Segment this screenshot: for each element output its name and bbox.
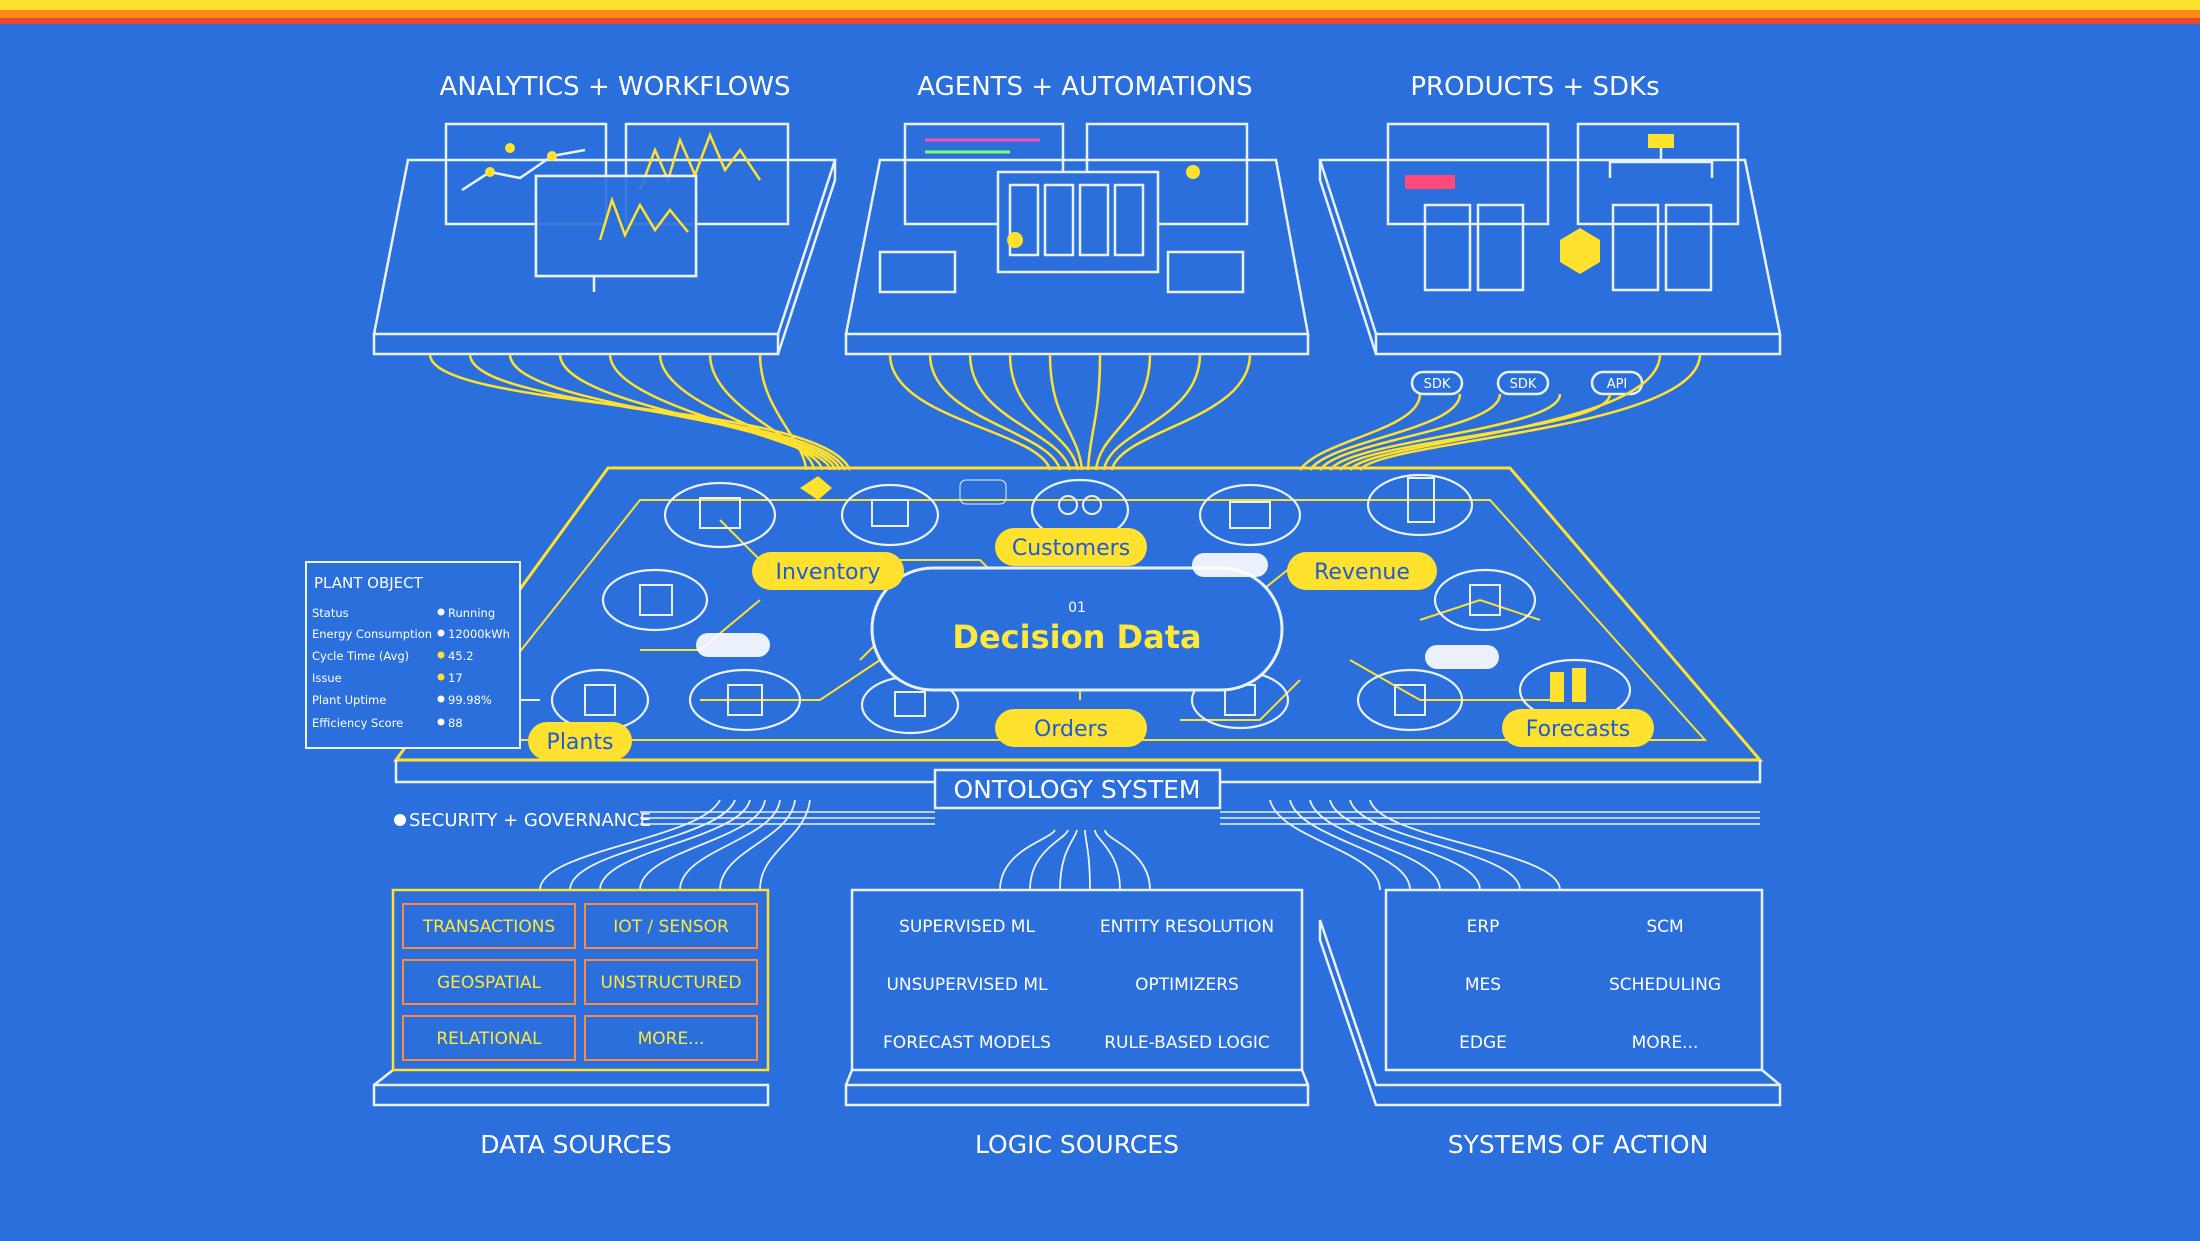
node-chip-left-icon <box>878 250 957 294</box>
security-label: SECURITY + GOVERNANCE <box>409 810 651 831</box>
logic-source-item: RULE-BASED LOGIC <box>1104 1033 1270 1053</box>
data-sources-title: DATA SOURCES <box>480 1130 671 1159</box>
node-assembly-icon <box>840 483 940 547</box>
plant-row-value: Running <box>448 606 495 620</box>
plant-object-title: PLANT OBJECT <box>314 574 424 592</box>
node-chip-icon <box>959 479 1007 505</box>
plant-row-value: 17 <box>448 671 463 685</box>
decision-data-core <box>870 566 1284 692</box>
node-factory-icon <box>550 668 650 732</box>
package-cube-icon <box>1560 228 1600 274</box>
plant-row-value: 99.98% <box>448 693 492 707</box>
tag-top <box>1192 553 1268 577</box>
logic-sources-platform: SUPERVISED ML ENTITY RESOLUTION UNSUPERV… <box>844 888 1310 1159</box>
node-building-icon <box>1366 473 1474 537</box>
top-connector-lines <box>428 353 1702 471</box>
agents-title: AGENTS + AUTOMATIONS <box>917 72 1252 102</box>
node-panels-icon <box>1433 568 1537 632</box>
decision-data-title: Decision Data <box>952 618 1201 656</box>
analytics-platform <box>372 122 837 356</box>
pill-revenue-label: Revenue <box>1314 560 1410 585</box>
logic-source-item: UNSUPERVISED ML <box>886 975 1048 995</box>
system-item: SCHEDULING <box>1609 975 1721 995</box>
systems-of-action-title: SYSTEMS OF ACTION <box>1448 1130 1709 1159</box>
plant-row-label: Issue <box>312 671 342 685</box>
pill-inventory[interactable]: Inventory <box>752 552 904 590</box>
logic-sources-title: LOGIC SOURCES <box>975 1130 1179 1159</box>
plant-row-value: 12000kWh <box>448 627 510 641</box>
node-server-icon <box>663 481 777 549</box>
data-sources-platform: TRANSACTIONS IOT / SENSOR GEOSPATIAL UNS… <box>372 888 770 1159</box>
products-title: PRODUCTS + SDKs <box>1410 72 1659 102</box>
logic-source-item: ENTITY RESOLUTION <box>1100 917 1274 937</box>
pill-forecasts-label: Forecasts <box>1526 717 1631 742</box>
bottom-connector-lines <box>539 799 1561 891</box>
systems-of-action-platform: ERP SCM MES SCHEDULING EDGE MORE... SYST… <box>1318 888 1782 1159</box>
pill-revenue[interactable]: Revenue <box>1287 552 1437 590</box>
system-item: EDGE <box>1459 1033 1507 1053</box>
plant-row-label: Energy Consumption <box>312 627 432 641</box>
pill-plants[interactable]: Plants <box>528 722 632 760</box>
security-dot-icon <box>394 814 406 826</box>
agents-platform <box>844 122 1310 356</box>
sdk-tag-2: SDK <box>1510 377 1537 392</box>
node-diamond-icon <box>800 476 832 500</box>
top-stripe-orange <box>0 10 2200 18</box>
plant-row-label: Efficiency Score <box>312 716 403 730</box>
node-storage-icon <box>1198 483 1302 547</box>
pill-forecasts[interactable]: Forecasts <box>1502 709 1654 747</box>
plant-row-value: 88 <box>448 716 463 730</box>
node-crate-icon <box>601 568 709 632</box>
pill-orders-label: Orders <box>1034 717 1108 742</box>
top-stripe-yellow <box>0 0 2200 10</box>
tag-update <box>1425 645 1499 669</box>
tag-supply <box>696 633 770 657</box>
plant-row-label: Plant Uptime <box>312 693 386 707</box>
data-source-item: TRANSACTIONS <box>422 917 555 937</box>
analytics-title: ANALYTICS + WORKFLOWS <box>440 72 791 102</box>
monitor-linechart-icon <box>624 122 790 226</box>
api-tag: API <box>1607 377 1628 392</box>
node-package-icon <box>1356 668 1464 732</box>
logic-source-item: FORECAST MODELS <box>883 1033 1051 1053</box>
decision-data-number: 01 <box>1068 600 1086 616</box>
system-item: MES <box>1465 975 1501 995</box>
pill-inventory-label: Inventory <box>775 560 880 585</box>
plant-row-label: Cycle Time (Avg) <box>312 649 409 663</box>
ontology-label: ONTOLOGY SYSTEM <box>953 775 1200 804</box>
product-form-icon <box>1386 122 1550 226</box>
data-source-item: RELATIONAL <box>436 1029 542 1049</box>
system-item: SCM <box>1646 917 1683 937</box>
plant-object-card: PLANT OBJECT Status Running Energy Consu… <box>305 561 540 749</box>
system-item: MORE... <box>1632 1033 1699 1053</box>
data-source-item: IOT / SENSOR <box>613 917 729 937</box>
sdk-tag-1: SDK <box>1424 377 1451 392</box>
ontology-platform: 01 Decision Data Customers Inventory Rev… <box>393 466 1764 831</box>
pill-customers-label: Customers <box>1012 536 1130 561</box>
top-stripe-red <box>0 18 2200 24</box>
plant-row-label: Status <box>312 606 349 620</box>
logic-source-item: SUPERVISED ML <box>899 917 1035 937</box>
grid-window-icon <box>996 170 1160 274</box>
ontology-label-box <box>933 768 1222 810</box>
pill-plants-label: Plants <box>547 730 614 755</box>
monitor-scatter-icon <box>444 122 608 226</box>
data-source-item: MORE... <box>638 1029 705 1049</box>
node-chip-right-icon <box>1166 250 1245 294</box>
data-source-item: GEOSPATIAL <box>437 973 542 993</box>
node-box-icon <box>688 668 802 732</box>
logic-source-item: OPTIMIZERS <box>1135 975 1239 995</box>
system-item: ERP <box>1467 917 1500 937</box>
data-source-item: UNSTRUCTURED <box>601 973 742 993</box>
products-platform: SDK SDK API <box>1318 122 1782 396</box>
pill-customers[interactable]: Customers <box>995 528 1147 566</box>
pill-orders[interactable]: Orders <box>995 709 1147 747</box>
plant-row-value: 45.2 <box>448 649 474 663</box>
